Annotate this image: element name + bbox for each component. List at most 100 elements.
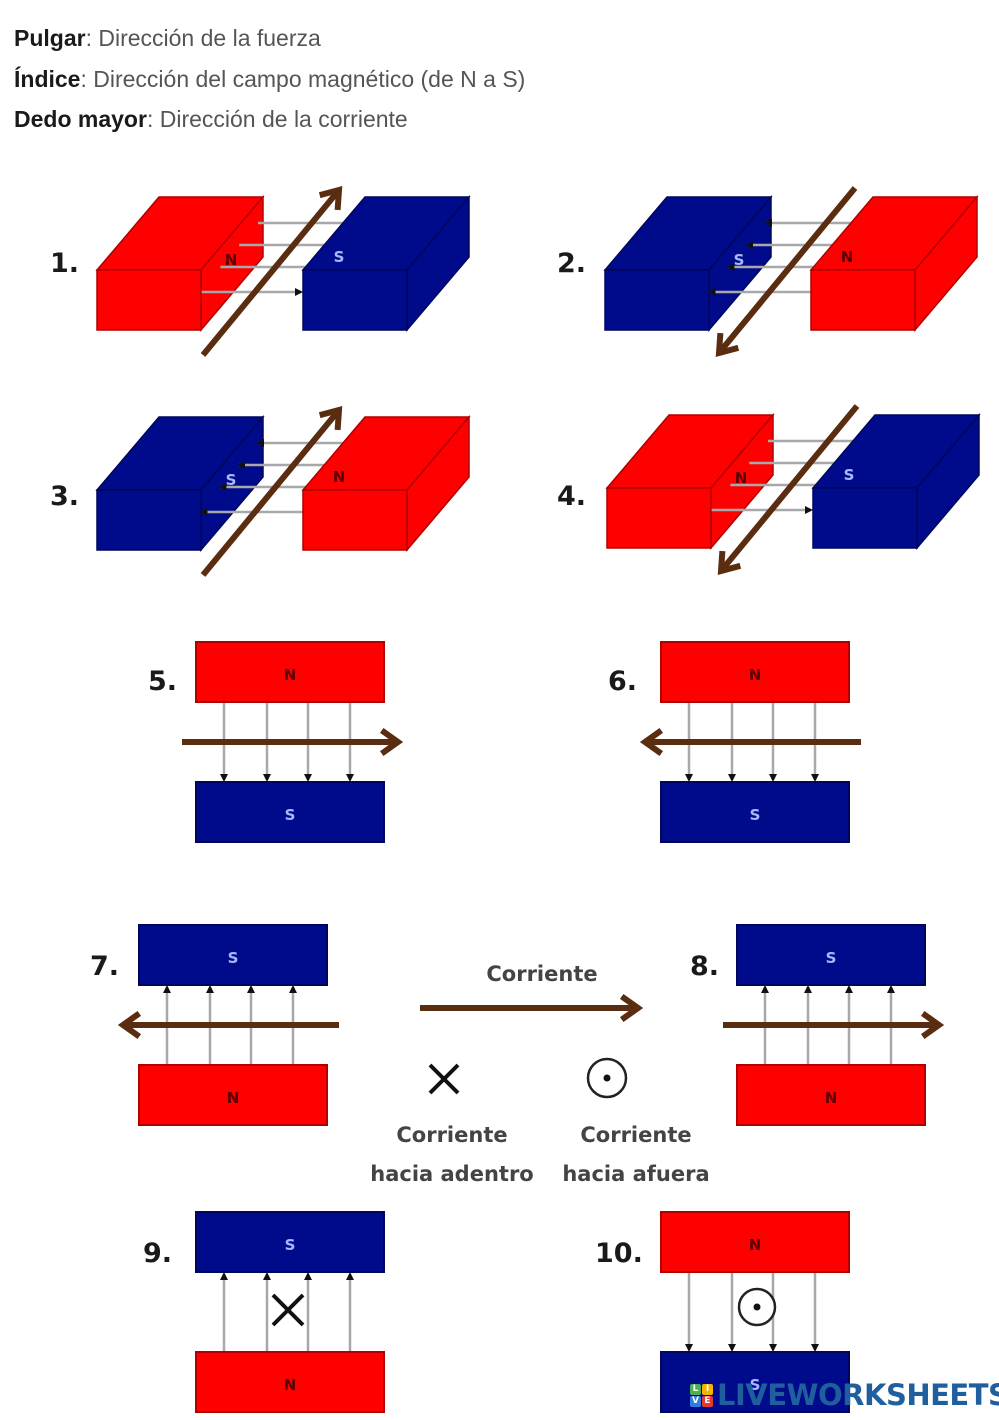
south-magnet — [736, 924, 926, 986]
south-magnet — [660, 781, 850, 843]
current-arrowhead — [639, 727, 664, 757]
south-magnet-3d — [301, 194, 471, 333]
key-arrow-shape — [420, 993, 644, 1023]
current-arrow — [200, 186, 343, 357]
out-of-page-icon — [586, 1057, 628, 1099]
liveworksheets-logo-icon: L I V E — [690, 1383, 713, 1407]
field-lines — [711, 437, 870, 514]
logo-letter: V — [690, 1395, 701, 1407]
pole-label: S — [844, 466, 855, 484]
problem-number: 6. — [608, 666, 637, 697]
pole-label: N — [225, 251, 238, 269]
pole-label: N — [749, 666, 762, 684]
pole-label: S — [285, 1236, 296, 1254]
problem-5: 5. N S — [148, 641, 404, 843]
current-arrowhead — [920, 1010, 945, 1040]
current-arrow — [117, 1010, 339, 1040]
into-label-line1: Corriente — [396, 1123, 507, 1147]
north-magnet — [195, 1351, 385, 1413]
current-arrowhead — [715, 332, 740, 357]
pole-label: N — [749, 1236, 762, 1254]
legend: Pulgar: Dirección de la fuerza Índice: D… — [14, 18, 525, 140]
current-arrowhead — [318, 406, 343, 431]
into-label-line2: hacia adentro — [370, 1162, 533, 1186]
out-label-line1: Corriente — [580, 1123, 691, 1147]
current-arrow — [182, 727, 404, 757]
pole-label: N — [284, 1376, 297, 1394]
south-magnet-3d — [811, 412, 981, 551]
current-arrow — [715, 186, 858, 357]
legend-index-finger: Índice: Dirección del campo magnético (d… — [14, 65, 526, 92]
magnet-front-face — [810, 269, 916, 331]
current-arrow — [200, 406, 343, 577]
south-magnet-3d — [95, 414, 265, 553]
key-current-arrow — [420, 993, 644, 1023]
current-arrowhead — [717, 550, 742, 575]
current-arrow — [639, 727, 861, 757]
pole-label: N — [284, 666, 297, 684]
pole-label: S — [334, 248, 345, 266]
pole-label: S — [226, 471, 237, 489]
magnet-front-face — [302, 489, 408, 551]
current-arrowhead — [318, 186, 343, 211]
problem-number: 8. — [690, 951, 719, 982]
pole-label: N — [227, 1089, 240, 1107]
problem-number: 5. — [148, 666, 177, 697]
into-page-icon — [428, 1063, 460, 1095]
current-arrow — [717, 404, 860, 575]
problem-9: 9. S N — [143, 1211, 385, 1413]
north-magnet — [138, 1064, 328, 1126]
north-magnet — [660, 1211, 850, 1273]
pole-label: S — [228, 949, 239, 967]
pole-label: S — [826, 949, 837, 967]
current-shaft — [200, 408, 342, 577]
magnet-front-face — [604, 269, 710, 331]
key-current-label: Corriente — [486, 962, 597, 986]
field-lines — [220, 1272, 354, 1352]
magnet-front-face — [96, 269, 202, 331]
north-magnet-3d — [95, 194, 265, 333]
magnet-front-face — [302, 269, 408, 331]
legend-middle-finger: Dedo mayor: Dirección de la corriente — [14, 106, 408, 132]
problem-2: 2. S N — [557, 186, 979, 357]
current-arrowhead — [619, 993, 644, 1023]
pole-label: N — [841, 248, 854, 266]
problem-7: 7. S N — [90, 924, 339, 1126]
out-label-line2: hacia afuera — [562, 1162, 709, 1186]
into-page-icon — [271, 1293, 305, 1327]
pole-label: S — [750, 806, 761, 824]
problem-number: 3. — [50, 481, 79, 512]
north-magnet — [736, 1064, 926, 1126]
north-magnet — [660, 641, 850, 703]
current-shaft — [200, 188, 342, 357]
problem-8: 8. S N — [690, 924, 945, 1126]
magnet-front-face — [606, 487, 712, 549]
problem-number: 2. — [557, 248, 586, 279]
south-magnet — [138, 924, 328, 986]
problems-2d: 5. N S 6. N S 7. S N 8. S N 9. S N 10. N S — [90, 641, 945, 1413]
out-of-page-icon — [737, 1287, 777, 1327]
current-shaft — [716, 186, 858, 355]
problem-number: 7. — [90, 951, 119, 982]
logo-letter: E — [702, 1395, 713, 1407]
south-magnet — [195, 781, 385, 843]
problem-10: 10. N S — [595, 1211, 850, 1413]
problem-number: 4. — [557, 481, 586, 512]
pole-label: N — [825, 1089, 838, 1107]
north-magnet-3d — [301, 414, 471, 553]
magnet-front-face — [96, 489, 202, 551]
problem-number: 9. — [143, 1238, 172, 1269]
current-key: Corriente Corriente hacia adentro Corrie… — [370, 962, 709, 1186]
pole-label: S — [285, 806, 296, 824]
problem-6: 6. N S — [608, 641, 861, 843]
pole-label: S — [734, 251, 745, 269]
logo-letter: I — [702, 1383, 713, 1395]
pole-label: S — [750, 1376, 761, 1394]
problem-number: 10. — [595, 1238, 643, 1269]
current-arrow — [723, 1010, 945, 1040]
